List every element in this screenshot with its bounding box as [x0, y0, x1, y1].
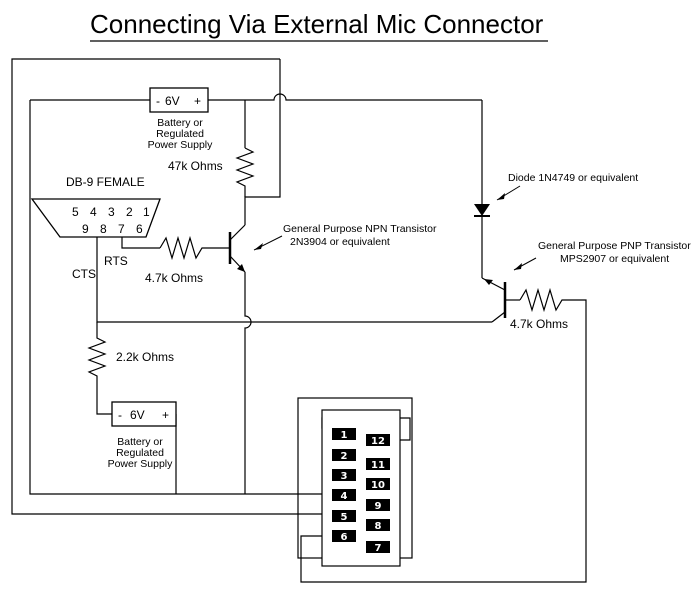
db9-pin-9: 9 [82, 222, 89, 236]
mic-pin-1: 1 [341, 430, 348, 441]
db9-pin-3: 3 [108, 205, 115, 219]
db9-pin-2: 2 [126, 205, 133, 219]
mic-pin-5: 5 [341, 512, 348, 523]
battery-bottom-caption-3: Power Supply [108, 458, 174, 470]
battery-bottom: - 6V + Battery or Regulated Power Supply [108, 401, 177, 470]
mic-pin-10: 10 [371, 480, 385, 491]
mic-pin-7: 7 [375, 543, 382, 554]
pnp-label-2: MPS2907 or equivalent [560, 253, 669, 265]
wires [11, 58, 587, 583]
battery-top-voltage: 6V [165, 94, 180, 108]
db9-pin-5: 5 [72, 205, 79, 219]
battery-top-caption-3: Power Supply [148, 139, 214, 151]
resistor-47k-label: 47k Ohms [168, 159, 223, 173]
mic-pin-6: 6 [341, 532, 348, 543]
mic-connector-pins: 1 2 3 4 5 6 12 11 10 9 8 7 [332, 428, 390, 554]
mic-pin-12: 12 [371, 436, 385, 447]
mic-pin-9: 9 [375, 501, 382, 512]
resistor-4-7k-right-label: 4.7k Ohms [510, 317, 568, 331]
db9-label: DB-9 FEMALE [66, 175, 145, 189]
mic-pin-11: 11 [371, 460, 385, 471]
db9-pin-8: 8 [100, 222, 107, 236]
pnp-label-1: General Purpose PNP Transistor [538, 240, 691, 252]
diode [474, 204, 490, 217]
cts-label: CTS [72, 267, 96, 281]
battery-top: - 6V + Battery or Regulated Power Supply [148, 87, 214, 151]
mic-pin-4: 4 [341, 491, 348, 502]
mic-pin-8: 8 [375, 521, 382, 532]
db9-pin-7: 7 [118, 222, 125, 236]
pnp-transistor [481, 277, 507, 323]
db9-pin-6: 6 [136, 222, 143, 236]
battery-top-pos: + [194, 94, 201, 108]
mic-pin-2: 2 [341, 451, 348, 462]
npn-label-1: General Purpose NPN Transistor [283, 223, 437, 235]
diagram-title: Connecting Via External Mic Connector [90, 9, 544, 39]
resistor-2-2k-label: 2.2k Ohms [116, 350, 174, 364]
mic-pin-3: 3 [341, 471, 348, 482]
db9-pin-1: 1 [143, 205, 150, 219]
battery-bottom-neg: - [118, 408, 122, 422]
npn-transistor [228, 210, 246, 273]
rts-label: RTS [104, 254, 128, 268]
battery-top-neg: - [156, 94, 160, 108]
battery-bottom-caption-1: Battery or [117, 436, 163, 448]
battery-bottom-caption-2: Regulated [116, 447, 164, 459]
battery-bottom-voltage: 6V [130, 408, 145, 422]
battery-top-caption-1: Battery or [157, 117, 203, 129]
db9-shell [30, 198, 161, 238]
db9-pin-4: 4 [90, 205, 97, 219]
battery-bottom-pos: + [162, 408, 169, 422]
db9-connector: DB-9 FEMALE 5 4 3 2 1 9 8 7 6 [30, 175, 161, 238]
diode-label: Diode 1N4749 or equivalent [508, 172, 638, 184]
resistor-4-7k-left-label: 4.7k Ohms [145, 271, 203, 285]
npn-label-2: 2N3904 or equivalent [290, 236, 390, 248]
battery-top-caption-2: Regulated [156, 128, 204, 140]
